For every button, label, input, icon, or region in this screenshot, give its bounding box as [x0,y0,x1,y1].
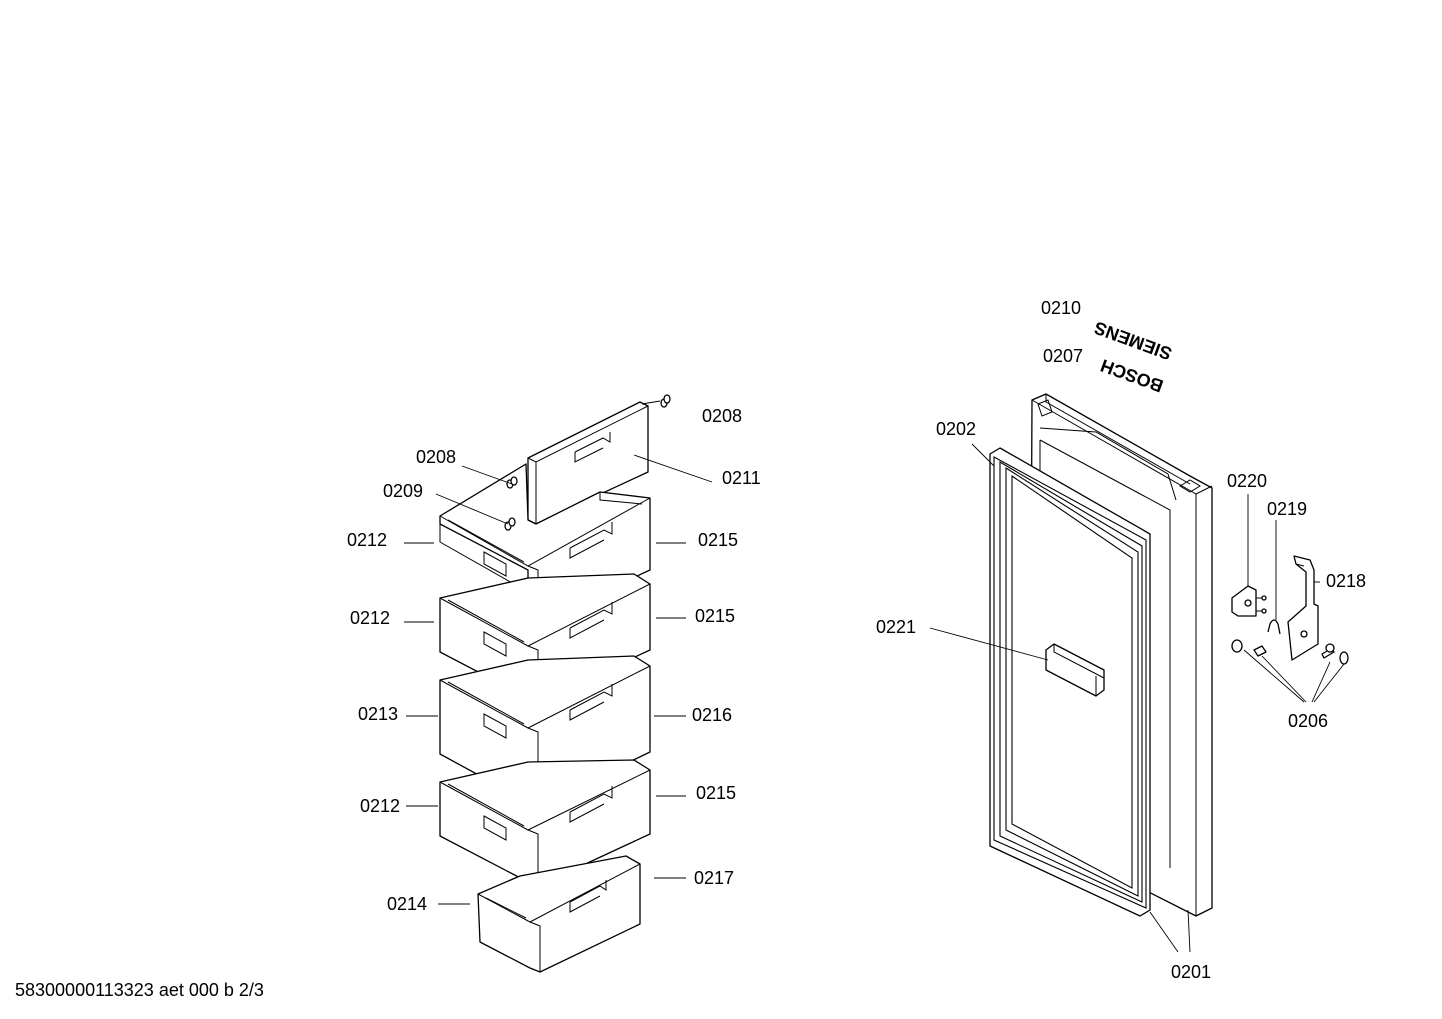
callout-0212: 0212 [360,796,400,816]
callout-0202: 0202 [936,419,976,439]
callout-0207: 0207 [1043,346,1083,366]
callout-0209: 0209 [383,481,423,501]
small-fittings [1231,639,1349,665]
spring-clip [1267,619,1281,635]
drawer-stack [404,394,713,973]
door-assembly: SIEMENS BOSCH [929,317,1349,953]
callout-0213: 0213 [358,704,398,724]
drawer-bottom-small [477,855,641,973]
callout-0210: 0210 [1041,298,1081,318]
callout-0211: 0211 [722,468,761,488]
document-code: 58300000113323 aet 000 b 2/3 [15,980,264,1000]
callout-0206: 0206 [1288,711,1328,731]
drawer-fourth [439,759,651,887]
callout-0212: 0212 [350,608,390,628]
callout-0218: 0218 [1326,571,1366,591]
callout-0212: 0212 [347,530,387,550]
hinge-bracket [1231,585,1267,617]
callout-0208: 0208 [416,447,456,467]
callout-0221: 0221 [876,617,916,637]
callout-0201: 0201 [1171,962,1211,982]
bosch-badge: BOSCH [1098,355,1166,396]
callout-0215: 0215 [695,606,735,626]
callout-labels: 0208 0208 0209 0211 0212 0215 0212 0215 … [347,298,1366,982]
callout-0215: 0215 [698,530,738,550]
hinge-plate [1287,555,1319,661]
callout-0216: 0216 [692,705,732,725]
door-handle-part [1045,643,1105,697]
callout-0220: 0220 [1227,471,1267,491]
callout-0208: 0208 [702,406,742,426]
callout-0219: 0219 [1267,499,1307,519]
callout-0214: 0214 [387,894,427,914]
callout-0215: 0215 [696,783,736,803]
callout-0217: 0217 [694,868,734,888]
siemens-badge: SIEMENS [1091,317,1174,364]
